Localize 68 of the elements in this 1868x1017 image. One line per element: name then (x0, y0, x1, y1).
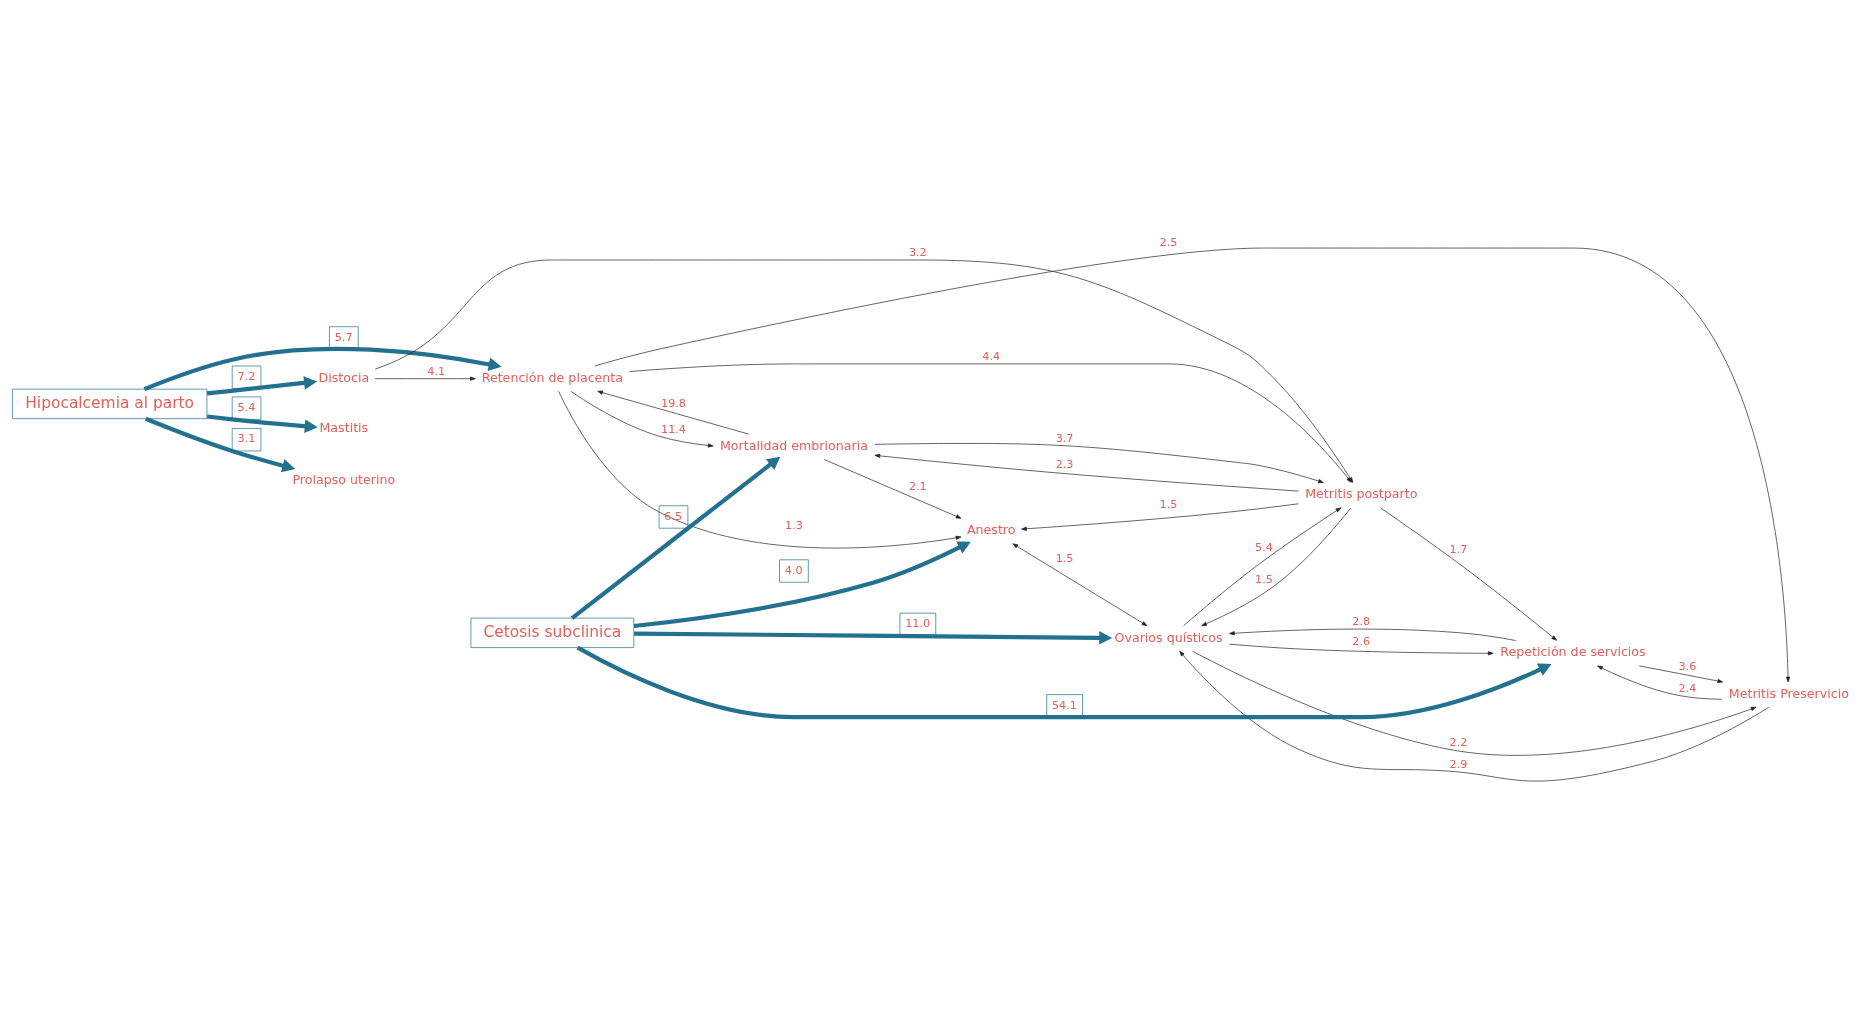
node-text: Metritis Preservicio (1728, 685, 1849, 701)
arrow (1597, 665, 1723, 700)
edge-label: 2.4 (1678, 681, 1697, 695)
edge-label: 1.3 (785, 518, 803, 532)
arrow (1201, 507, 1352, 626)
node-text: Distocia (318, 369, 370, 385)
arrow (1638, 665, 1724, 683)
arrow (634, 630, 1113, 645)
arrow (597, 390, 749, 434)
edge-label: 4.4 (982, 349, 1001, 363)
edge-label: 2.8 (1352, 614, 1371, 628)
arrow (633, 540, 971, 628)
arrow (1179, 650, 1770, 781)
edge-label: 5.4 (237, 400, 256, 414)
edge-label: 3.7 (1055, 431, 1074, 445)
arrow (823, 458, 962, 519)
edge-label: 19.8 (661, 396, 686, 410)
arrow (1229, 643, 1494, 655)
arrow (1192, 650, 1757, 756)
edge-label: 4.1 (427, 364, 446, 378)
arrow (143, 346, 502, 391)
edge-label: 11.0 (905, 616, 931, 630)
arrow (576, 645, 1552, 719)
arrow (1183, 507, 1342, 626)
arrow (206, 413, 318, 433)
edge-label: 54.1 (1051, 698, 1077, 712)
node-text: Mastitis (319, 419, 369, 435)
arrow (594, 247, 1791, 682)
arrow (558, 390, 962, 548)
arrow (374, 376, 476, 381)
node-box: Cetosis subclinica (470, 617, 635, 648)
arrow (874, 453, 1299, 491)
edge-label: 2.2 (1449, 735, 1468, 749)
arrow (874, 442, 1324, 483)
arrow (206, 375, 318, 395)
node-text: Anestro (966, 521, 1016, 537)
edge-label: 1.5 (1255, 572, 1273, 586)
node-text: Repetición de servicios (1500, 643, 1646, 659)
arrow (570, 456, 781, 620)
arrow (144, 416, 296, 472)
node-text: Metritis postparto (1305, 485, 1418, 501)
arrow (570, 390, 714, 448)
edge-label: 2.3 (1055, 457, 1074, 471)
edge-label: 6.5 (664, 509, 683, 523)
edge-label: 3.1 (237, 431, 256, 445)
arrow (1021, 502, 1299, 531)
edge-label: 2.1 (908, 479, 927, 493)
node-text: Ovarios quísticos (1114, 629, 1223, 645)
edge-label: 7.2 (237, 369, 256, 383)
edge-label: 1.5 (1159, 497, 1178, 511)
edge-label: 4.0 (784, 563, 803, 577)
edge-label: 2.9 (1449, 757, 1468, 770)
edge-label: 1.5 (1055, 551, 1074, 565)
node-text: Mortalidad embrionaria (719, 437, 868, 453)
edge-label: 5.4 (1255, 540, 1273, 554)
edge-label: 3.6 (1678, 659, 1697, 673)
node-text: Prolapso uterino (292, 471, 396, 487)
node-text: Retención de placenta (481, 369, 624, 385)
edge-label: 2.5 (1159, 235, 1178, 249)
edge-label: 11.4 (661, 422, 686, 436)
edge-label: 5.7 (334, 330, 353, 344)
edge-label: 2.6 (1352, 634, 1371, 648)
node-box: Hipocalcemia al parto (12, 388, 208, 419)
edge-label: 1.7 (1449, 542, 1468, 556)
arrow (1229, 628, 1517, 641)
arrow (1012, 542, 1148, 626)
edge-label: 3.2 (908, 245, 927, 259)
arrow (1380, 507, 1557, 641)
